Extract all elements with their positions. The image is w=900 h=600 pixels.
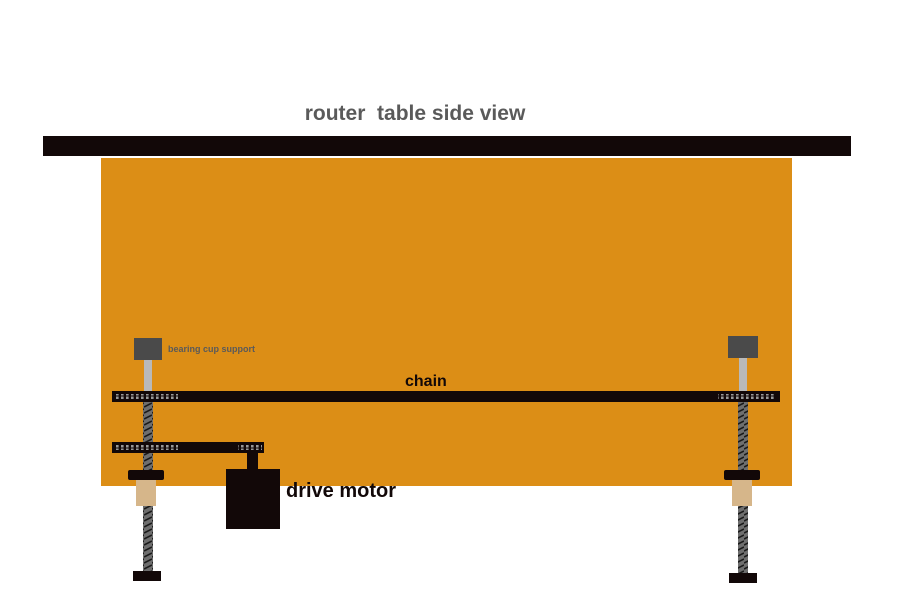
router-table-top xyxy=(43,136,851,156)
drive-motor xyxy=(226,452,280,529)
left-leveling-foot xyxy=(133,571,161,581)
chain-label: chain xyxy=(405,373,447,390)
drive-chain xyxy=(112,442,264,453)
left-thrust-washer xyxy=(128,470,164,480)
drive-motor-label: drive motor xyxy=(286,480,396,502)
right-threaded-screw-lower xyxy=(738,506,748,574)
diagram-title: router table side view xyxy=(305,102,526,125)
bearing-cup-support-label: bearing cup support xyxy=(168,344,255,354)
right-threaded-screw-upper xyxy=(738,402,748,472)
left-threaded-screw-upper xyxy=(143,402,153,472)
left-threaded-screw-lower xyxy=(143,506,153,572)
right-bearing-cup-support xyxy=(728,336,758,358)
motor-drive-sprocket xyxy=(238,445,262,450)
main-chain xyxy=(112,391,780,402)
right-smooth-shaft xyxy=(739,358,747,392)
right-lead-screw-assembly xyxy=(724,336,760,583)
left-chain-sprocket xyxy=(116,394,178,399)
left-drive-sprocket xyxy=(116,445,178,450)
right-thrust-washer xyxy=(724,470,760,480)
right-leveling-foot xyxy=(729,573,757,583)
motor-body xyxy=(226,469,280,529)
left-smooth-shaft xyxy=(144,360,152,392)
left-bronze-nut xyxy=(136,480,156,506)
left-bearing-cup-support xyxy=(134,338,162,360)
cabinet-body xyxy=(101,158,792,486)
right-bronze-nut xyxy=(732,480,752,506)
motor-shaft xyxy=(247,452,258,470)
left-lead-screw-assembly xyxy=(128,338,164,581)
right-chain-sprocket xyxy=(718,394,774,399)
